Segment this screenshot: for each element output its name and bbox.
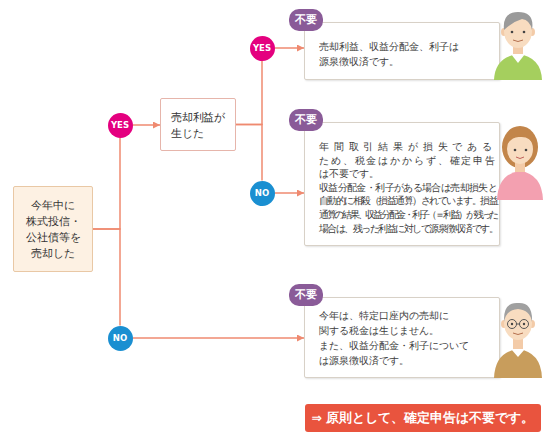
text-line: 場合は、残った利益に対して源泉徴収済です。	[319, 222, 497, 236]
text-line: 関する税金は生じません。	[319, 323, 479, 338]
flow-connector	[275, 47, 305, 49]
illustration-shape	[514, 149, 517, 152]
illustration-shape	[511, 323, 513, 325]
illustration-shape	[516, 157, 524, 159]
flow-connector	[275, 192, 305, 194]
text-line: 公社債等を	[24, 229, 82, 245]
illustration-shape	[494, 54, 542, 80]
badge-circle	[108, 113, 133, 138]
illustration-shape	[513, 44, 523, 55]
result-box: 不要売却利益、収益分配金、利子は 源泉徴収済です。	[304, 22, 500, 80]
illustration-shape	[508, 320, 517, 329]
branch-label: YES	[108, 113, 133, 138]
result-text: 今年は、特定口座内の売却に 関する税金は生じません。 また、収益分配金・利子につ…	[319, 308, 479, 368]
text-line: 今年は、特定口座内の売却に	[319, 308, 479, 323]
text-line: は不要です。	[319, 167, 497, 181]
text-line: は源泉徴収済です。	[319, 353, 479, 368]
badge-circle	[108, 326, 133, 351]
decision-text: 売却利益が 生じた	[171, 109, 225, 141]
illustration-shape	[517, 324, 520, 325]
conclusion-box: ⇒ 原則として、確定申告は不要です。	[305, 404, 541, 432]
branch-label: NO	[250, 181, 275, 206]
illustration-shape	[513, 336, 523, 350]
result-box: 不要年間取引結果が損失である ため、税金はかからず、確定申告 は不要です。 収益…	[304, 122, 500, 246]
illustration-shape	[502, 126, 538, 168]
text-line: 源泉徴収済です。	[319, 54, 491, 69]
text-line: 生じた	[171, 125, 225, 141]
illustration-shape	[511, 31, 514, 34]
badge-circle	[250, 181, 275, 206]
no-badge: NO	[108, 326, 133, 351]
illustration-shape	[513, 40, 523, 42]
illustration-shape	[511, 54, 525, 63]
text-line: 通算の結果、収益分配金・利子（＝利益）が残った	[319, 208, 497, 222]
branch-label: NO	[108, 326, 133, 351]
result-box: 不要今年は、特定口座内の売却に 関する税金は生じません。 また、収益分配金・利子…	[304, 297, 500, 378]
illustration-shape	[494, 349, 542, 378]
status-tab: 不要	[289, 109, 323, 131]
yes-badge: YES	[108, 113, 133, 138]
start-box: 今年中に 株式投信・ 公社債等を 売却した	[13, 186, 93, 272]
illustration-shape	[507, 134, 533, 164]
woman-illustration	[497, 126, 543, 200]
illustration-shape	[504, 14, 532, 48]
illustration-shape	[504, 12, 533, 30]
illustration-shape	[511, 349, 525, 357]
illustration-shape	[529, 320, 535, 328]
conclusion-text: ⇒ 原則として、確定申告は不要です。	[312, 410, 535, 427]
text-line: 収益分配金・利子がある場合は売却損失と	[319, 181, 497, 195]
flow-connector	[93, 138, 120, 230]
flow-connector	[236, 125, 262, 181]
badge-circle	[250, 36, 275, 61]
flow-connector	[133, 124, 161, 126]
flow-connector	[133, 337, 305, 339]
illustration-shape	[513, 333, 523, 335]
illustration-shape	[523, 31, 526, 34]
flow-connector	[236, 61, 262, 125]
text-line: 売却利益が	[171, 109, 225, 125]
status-tab: 不要	[289, 9, 323, 31]
text-line: 年間取引結果が損失である	[319, 140, 497, 154]
start-text: 今年中に 株式投信・ 公社債等を 売却した	[24, 197, 82, 261]
illustration-shape	[525, 149, 528, 152]
decision-box: 売却利益が 生じた	[160, 98, 236, 151]
text-line: 自動的に相殺（損益通算）されています。損益	[319, 194, 497, 208]
no-badge: NO	[250, 181, 275, 206]
illustration-shape	[501, 320, 507, 328]
connector-group	[93, 48, 304, 338]
result-text: 売却利益、収益分配金、利子は 源泉徴収済です。	[319, 39, 491, 69]
illustration-shape	[504, 306, 532, 340]
text-line: 株式投信・	[24, 213, 82, 229]
illustration-shape	[523, 323, 525, 325]
text-line: 売却利益、収益分配金、利子は	[319, 39, 491, 54]
result-text: 年間取引結果が損失である ため、税金はかからず、確定申告 は不要です。 収益分配…	[319, 140, 497, 235]
illustration-shape	[515, 160, 525, 172]
illustration-shape	[501, 28, 507, 36]
flow-connector	[93, 229, 120, 326]
branch-label: YES	[250, 36, 275, 61]
man-illustration	[494, 12, 542, 80]
illustration-shape	[506, 128, 534, 146]
text-line: 今年中に	[24, 197, 82, 213]
illustration-shape	[497, 171, 543, 200]
status-tab: 不要	[289, 284, 323, 306]
text-line: 売却した	[24, 245, 82, 261]
text-line: ため、税金はかからず、確定申告	[319, 154, 497, 168]
text-line: また、収益分配金・利子について	[319, 338, 479, 353]
illustration-shape	[504, 303, 532, 322]
elder-man-illustration	[494, 303, 542, 378]
illustration-shape	[520, 320, 529, 329]
yes-badge: YES	[250, 36, 275, 61]
illustration-shape	[529, 28, 535, 36]
